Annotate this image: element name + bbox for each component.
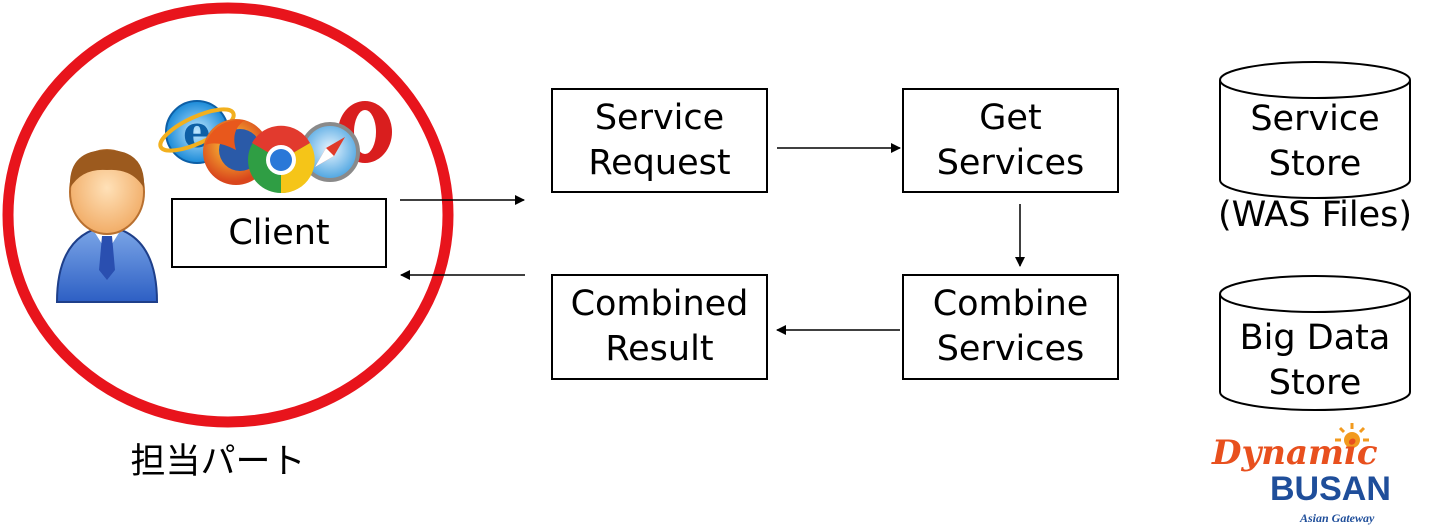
- combined-result-box: Combined Result: [551, 274, 768, 380]
- logo-dynamic-text: Dynamic: [1212, 433, 1378, 473]
- sun-logo-icon: [1335, 423, 1369, 448]
- client-caption: 担当パート: [130, 442, 306, 482]
- combine-services-box: Combine Services: [902, 274, 1119, 380]
- logo-busan-text: BUSAN: [1270, 470, 1391, 508]
- service-store-cylinder: [1219, 61, 1411, 199]
- get-services-box: Get Services: [902, 88, 1119, 193]
- browser-icons: e: [158, 100, 392, 194]
- logo-tagline-text: Asian Gateway: [1300, 511, 1375, 525]
- service-store-label: Service Store: [1250, 99, 1380, 184]
- client-label: Client: [228, 212, 330, 253]
- service-request-box: Service Request: [551, 88, 768, 193]
- highlight-circle: [2, 2, 454, 428]
- big-data-store-label: Big Data Store: [1239, 318, 1391, 403]
- big-data-store-cylinder: [1219, 275, 1411, 411]
- client-box: Client: [171, 198, 387, 268]
- chrome-icon: [248, 125, 315, 194]
- person-avatar: [55, 149, 159, 303]
- service-store-note: (WAS Files): [1217, 195, 1413, 235]
